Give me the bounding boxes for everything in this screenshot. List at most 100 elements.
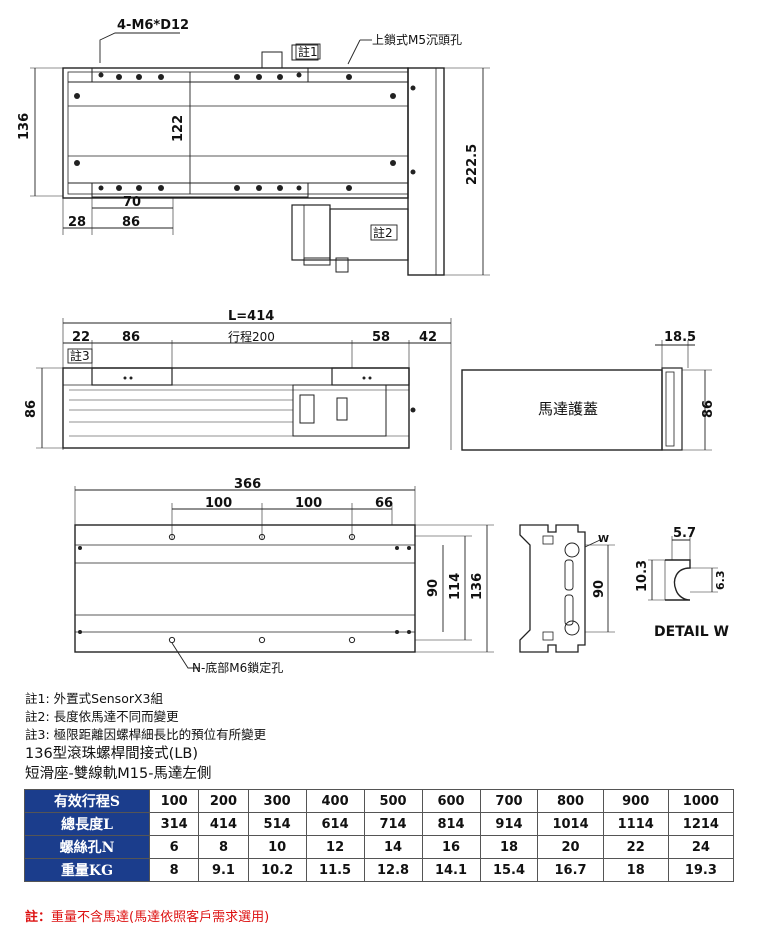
dim-28: 28 [68, 215, 86, 230]
spec-cell: 12 [305, 835, 365, 859]
spec-cell: 300 [247, 789, 307, 813]
note-2: 註2: 長度依馬達不同而變更 [25, 709, 179, 724]
spec-cell: 8 [198, 835, 249, 859]
dim-122: 122 [171, 115, 186, 142]
dim-90-profile: 90 [592, 580, 607, 598]
spec-cell: 400 [305, 789, 365, 813]
spec-cell: 10.2 [247, 858, 307, 882]
spec-cell: 1014 [537, 812, 604, 836]
spec-cell: 15.4 [479, 858, 539, 882]
dim-L: L=414 [228, 309, 274, 324]
dim-100a: 100 [205, 496, 232, 511]
note1-tag: 註1 [298, 45, 318, 59]
footnote-text: 重量不含馬達(馬達依照客戶需求選用) [51, 910, 270, 925]
spec-cell: 11.5 [305, 858, 365, 882]
top-view-labels: 4-M6*D12 上鎖式M5沉頭孔 註1 註2 136 122 222.5 70… [17, 18, 480, 240]
dim-58: 58 [372, 330, 390, 345]
spec-cell: 814 [421, 812, 481, 836]
spec-cell: 200 [198, 789, 249, 813]
note-1: 註1: 外置式SensorX3組 [25, 691, 164, 706]
dim-114: 114 [448, 573, 463, 600]
note2-tag: 註2 [373, 226, 393, 240]
hole-callout: 4-M6*D12 [117, 18, 189, 33]
spec-cell: 914 [479, 812, 539, 836]
dim-10-3: 10.3 [635, 560, 650, 592]
spec-cell: 16 [421, 835, 481, 859]
note3-tag: 註3 [70, 349, 90, 363]
profile-labels: W 90 [592, 534, 609, 598]
detail-w [648, 536, 718, 601]
motor-cover-labels: 馬達護蓋 18.5 86 [538, 330, 716, 418]
dim-70: 70 [123, 195, 141, 210]
dim-42: 42 [419, 330, 437, 345]
w-tag: W [598, 534, 609, 545]
spec-row-label: 總長度L [24, 812, 150, 836]
spec-cell: 14.1 [421, 858, 481, 882]
spec-cell: 500 [363, 789, 423, 813]
spec-cell: 18 [479, 835, 539, 859]
spec-cell: 714 [363, 812, 423, 836]
detail-w-title: DETAIL W [654, 624, 729, 640]
spec-cell: 18 [602, 858, 669, 882]
dim-100b: 100 [295, 496, 322, 511]
dim-90-bottom: 90 [426, 579, 441, 597]
dim-86-cover: 86 [701, 400, 716, 418]
dim-stroke: 行程200 [228, 329, 275, 344]
spec-cell: 14 [363, 835, 423, 859]
spec-cell: 12.8 [363, 858, 423, 882]
dim-136-top: 136 [17, 113, 32, 140]
spec-cell: 1000 [667, 789, 735, 813]
spec-row-label: 螺絲孔N [24, 835, 150, 859]
technical-drawing: 4-M6*D12 上鎖式M5沉頭孔 註1 註2 136 122 222.5 70… [17, 18, 729, 675]
spec-cell: 20 [537, 835, 604, 859]
spec-cell: 600 [421, 789, 481, 813]
spec-cell: 6 [148, 835, 200, 859]
spec-cell: 8 [148, 858, 200, 882]
model-title: 136型滾珠螺桿間接式(LB) [25, 746, 199, 762]
dim-136-bottom: 136 [470, 573, 485, 600]
spec-cell: 24 [667, 835, 735, 859]
profile-section [519, 524, 615, 653]
spec-cell: 314 [148, 812, 200, 836]
detail-w-labels: 5.7 10.3 6.3 DETAIL W [635, 526, 729, 640]
spec-cell: 800 [537, 789, 604, 813]
spec-cell: 514 [247, 812, 307, 836]
dim-66: 66 [375, 496, 393, 511]
spec-cell: 1214 [667, 812, 735, 836]
footnote: 註：重量不含馬達(馬達依照客戶需求選用) [25, 906, 269, 925]
spec-cell: 100 [148, 789, 200, 813]
spec-cell: 19.3 [667, 858, 735, 882]
spec-cell: 16.7 [537, 858, 604, 882]
spec-cell: 22 [602, 835, 669, 859]
footnote-label: 註： [25, 910, 52, 925]
motor-cover-label: 馬達護蓋 [538, 400, 598, 418]
spec-cell: 10 [247, 835, 307, 859]
side-view [36, 318, 452, 450]
spec-cell: 700 [479, 789, 539, 813]
dim-86-side: 86 [122, 330, 140, 345]
lock-callout: 上鎖式M5沉頭孔 [372, 32, 462, 47]
side-view-labels: L=414 22 86 行程200 58 42 註3 86 [24, 309, 437, 418]
spec-row-label: 有效行程S [24, 789, 150, 813]
spec-cell: 414 [198, 812, 249, 836]
spec-cell: 9.1 [198, 858, 249, 882]
dim-6-3: 6.3 [714, 571, 727, 591]
dim-86-top: 86 [122, 215, 140, 230]
spec-cell: 900 [602, 789, 669, 813]
motor-cover-view [461, 340, 712, 451]
dim-22: 22 [72, 330, 90, 345]
top-view [30, 32, 490, 276]
dim-366: 366 [234, 477, 261, 492]
dim-86-height: 86 [24, 400, 39, 418]
dim-222-5: 222.5 [465, 144, 480, 185]
model-subtitle: 短滑座-雙線軌M15-馬達左側 [25, 766, 212, 782]
dim-18-5: 18.5 [664, 330, 696, 345]
spec-row-label: 重量KG [24, 858, 150, 882]
spec-cell: 614 [305, 812, 365, 836]
bottom-callout: N-底部M6鎖定孔 [192, 660, 283, 675]
